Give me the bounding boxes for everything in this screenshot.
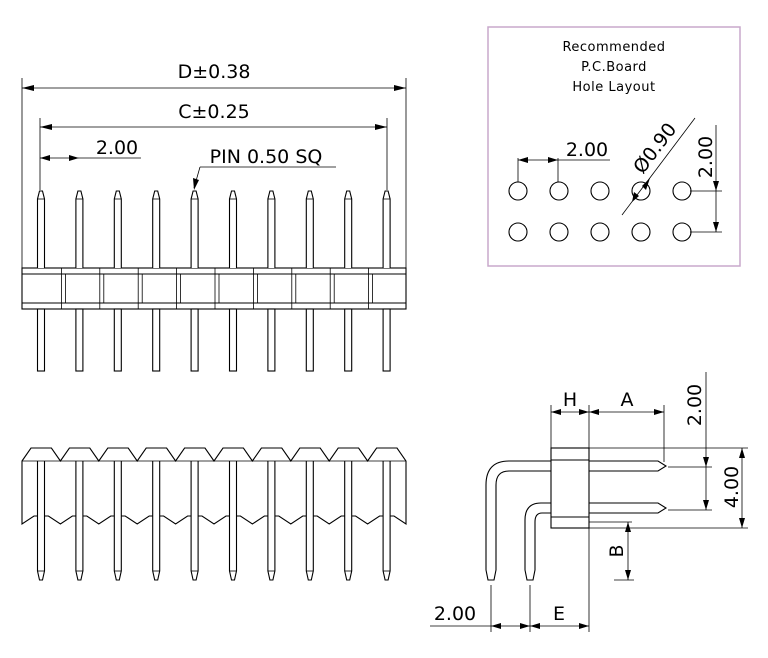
front-pin-top [36, 190, 46, 268]
front-pin-top [75, 190, 84, 268]
pcb-hole [549, 181, 569, 201]
pcb-holes [508, 181, 692, 242]
pcb-hole [508, 181, 528, 201]
pcb-dimension-pitch-x: 2.00 [517, 139, 610, 182]
pcb-hole [672, 222, 692, 242]
dimension-c: C±0.25 [39, 101, 388, 190]
pin-note: PIN 0.50 SQ [193, 146, 336, 190]
pcb-hole [590, 181, 610, 201]
top-view-pin [382, 461, 391, 581]
top-view-pins [36, 461, 391, 581]
side-dimension-h: H [550, 389, 590, 452]
pcb-dimension-hole: Ø0.90 [621, 117, 696, 216]
front-pins-bottom [36, 308, 391, 372]
side-housing [550, 447, 590, 529]
front-pin-bottom [344, 308, 353, 372]
side-dimension-bottom-pitch: 2.00 [430, 585, 531, 632]
front-pin-top [382, 190, 391, 268]
side-pin-lower [524, 502, 668, 581]
pcb-hole [672, 181, 692, 201]
pcb-hole [549, 222, 569, 242]
top-view-pin [113, 461, 122, 581]
top-view-pin [152, 461, 161, 581]
side-dimension-b-label: B [606, 544, 628, 557]
front-view: D±0.38 C±0.25 2.00 PIN 0.50 SQ [21, 61, 407, 372]
pcb-title-line2: P.C.Board [581, 60, 647, 75]
pcb-hole [508, 222, 528, 242]
side-view: H A 2.00 4.00 [430, 372, 748, 632]
pcb-layout-frame [487, 26, 741, 267]
front-pin-bottom [113, 308, 122, 372]
front-pin-bottom [305, 308, 314, 372]
front-pin-bottom [228, 308, 238, 372]
side-pin-upper [485, 460, 668, 581]
dimension-pitch-label: 2.00 [96, 137, 138, 159]
front-pin-top [344, 190, 353, 268]
pcb-dimension-pitch-y: 2.00 [690, 125, 722, 233]
pcb-pitch-y-label: 2.00 [695, 136, 717, 178]
pin-note-label: PIN 0.50 SQ [210, 146, 323, 168]
side-dimension-e-label: E [553, 603, 565, 625]
side-dimension-e: E [530, 528, 590, 632]
front-pin-top [152, 190, 161, 268]
pcb-hole-label: Ø0.90 [629, 119, 681, 178]
pcb-title-line3: Hole Layout [572, 80, 655, 95]
side-dimension-height-label: 4.00 [721, 466, 743, 508]
top-view-pin [267, 461, 276, 581]
pcb-hole-layout: Recommended P.C.Board Hole Layout 2.00 2… [487, 26, 741, 267]
front-pin-top [305, 190, 314, 268]
top-view-pin [36, 461, 46, 581]
dimension-d-label: D±0.38 [178, 61, 251, 83]
front-pin-bottom [152, 308, 161, 372]
front-pin-bottom [75, 308, 84, 372]
top-view [21, 447, 407, 581]
side-dimension-b: B [589, 521, 634, 581]
pcb-hole [590, 222, 610, 242]
dimension-d: D±0.38 [21, 61, 407, 268]
front-pin-top [113, 190, 122, 268]
side-dimension-h-label: H [563, 389, 577, 411]
side-dimension-height: 4.00 [589, 447, 748, 529]
front-pin-bottom [190, 308, 199, 372]
front-pin-bottom [36, 308, 46, 372]
front-housing [21, 267, 407, 310]
top-view-pin [305, 461, 314, 581]
dimension-c-label: C±0.25 [178, 101, 250, 123]
side-dimension-a-label: A [621, 389, 634, 411]
pcb-title-line1: Recommended [562, 40, 665, 55]
front-pins-top [36, 190, 391, 268]
pcb-hole [631, 222, 651, 242]
pcb-hole [631, 181, 651, 201]
top-view-pin [228, 461, 238, 581]
side-dimension-top-label: 2.00 [684, 384, 706, 426]
top-view-pin [75, 461, 84, 581]
front-pin-bottom [382, 308, 391, 372]
side-dimension-top: 2.00 [668, 372, 712, 511]
top-view-pin [190, 461, 199, 581]
pcb-pitch-x-label: 2.00 [566, 139, 608, 161]
front-pin-top [190, 190, 199, 268]
front-pin-top [228, 190, 238, 268]
top-housing-outline [21, 447, 407, 526]
side-dimension-a: A [589, 389, 665, 462]
side-dimension-bottom-pitch-label: 2.00 [434, 603, 476, 625]
front-pin-bottom [267, 308, 276, 372]
front-pin-top [267, 190, 276, 268]
dimension-pitch: 2.00 [40, 137, 141, 161]
top-view-pin [344, 461, 353, 581]
